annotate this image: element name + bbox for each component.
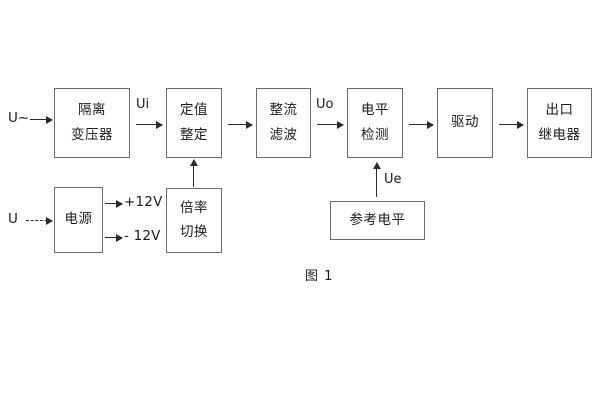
block-reference-level-line1: 参考电平 bbox=[349, 211, 406, 228]
block-multiplier-switch: 倍率 切换 bbox=[166, 188, 222, 253]
figure-caption: 图 1 bbox=[305, 269, 334, 284]
block-level-detection-line2: 检测 bbox=[361, 126, 389, 143]
signal-label-ue: Ue bbox=[384, 172, 402, 187]
block-drive: 驱动 bbox=[437, 88, 493, 158]
block-output-relay-line1: 出口 bbox=[545, 102, 574, 118]
block-level-detection: 电平 检测 bbox=[347, 88, 403, 158]
arrow-power-supply-negative-rail bbox=[105, 237, 122, 239]
arrow-level-detection-to-drive bbox=[409, 124, 433, 126]
block-level-detection-line1: 电平 bbox=[361, 102, 389, 118]
block-isolation-transformer: 隔离 变压器 bbox=[54, 88, 130, 158]
arrow-ac-input-to-isolation-transformer bbox=[30, 119, 52, 121]
block-setting-value-line1: 定值 bbox=[180, 102, 208, 118]
block-output-relay-line2: 继电器 bbox=[538, 126, 581, 143]
rail-label-positive-12v: +12V bbox=[124, 194, 163, 210]
arrow-dc-input-to-power-supply bbox=[26, 220, 52, 221]
arrow-power-supply-positive-rail bbox=[105, 203, 122, 205]
dc-input-label: U bbox=[8, 211, 18, 227]
block-power-supply-line1: 电源 bbox=[64, 211, 93, 228]
block-multiplier-switch-line1: 倍率 bbox=[180, 199, 208, 216]
arrow-isolation-transformer-to-setting-value bbox=[136, 124, 162, 126]
signal-label-ui: Ui bbox=[136, 97, 150, 112]
block-output-relay: 出口 继电器 bbox=[527, 88, 592, 158]
arrow-setting-value-to-rectify-filter bbox=[228, 124, 252, 126]
arrow-rectify-filter-to-level-detection bbox=[317, 124, 343, 126]
block-setting-value: 定值 整定 bbox=[166, 88, 222, 158]
block-setting-value-line2: 整定 bbox=[180, 126, 208, 143]
block-drive-line1: 驱动 bbox=[451, 114, 479, 131]
arrow-multiplier-switch-to-setting-value bbox=[193, 160, 195, 187]
block-isolation-transformer-line2: 变压器 bbox=[71, 126, 113, 143]
block-power-supply: 电源 bbox=[54, 187, 103, 253]
arrow-drive-to-output-relay bbox=[499, 124, 523, 126]
signal-label-uo: Uo bbox=[316, 97, 334, 112]
block-rectify-filter-line1: 整流 bbox=[269, 102, 298, 118]
block-rectify-filter: 整流 滤波 bbox=[256, 88, 311, 158]
block-reference-level: 参考电平 bbox=[330, 201, 425, 240]
block-isolation-transformer-line1: 隔离 bbox=[78, 102, 106, 118]
block-multiplier-switch-line2: 切换 bbox=[180, 224, 208, 240]
arrow-reference-level-to-level-detection bbox=[376, 163, 378, 197]
rail-label-negative-12v: - 12V bbox=[124, 228, 161, 244]
block-rectify-filter-line2: 滤波 bbox=[269, 126, 298, 143]
ac-input-label: U~ bbox=[8, 110, 30, 126]
